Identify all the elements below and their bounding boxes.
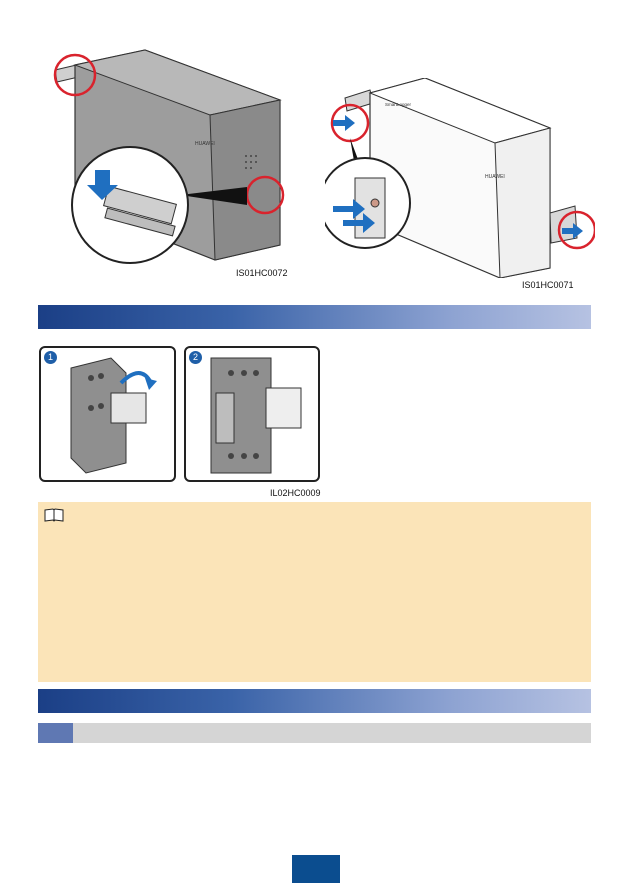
figure-caption-left: IS01HC0072 bbox=[236, 268, 288, 278]
terminal-block-tilted-illustration bbox=[70, 357, 157, 474]
callout-circle-top-left bbox=[53, 53, 97, 97]
book-icon bbox=[44, 508, 64, 522]
step-badge-2: 2 bbox=[189, 351, 202, 364]
arrow-right-icon bbox=[562, 223, 583, 239]
figure-caption-right: IS01HC0071 bbox=[522, 280, 574, 290]
subsection-tab bbox=[38, 723, 73, 743]
figure-device-rail-left: HUAWEI bbox=[53, 49, 285, 264]
step-panel-1: 1 bbox=[39, 346, 176, 482]
arrow-right-icon bbox=[343, 213, 375, 233]
callout-circle-top-right bbox=[330, 103, 370, 143]
terminal-block-mounted-illustration bbox=[210, 357, 302, 474]
section-header-bar-2 bbox=[38, 689, 591, 713]
step-panel-2: 2 bbox=[184, 346, 320, 482]
figure-device-rail-right: SmartLogger HUAWEI bbox=[325, 78, 595, 278]
device-brand-right: HUAWEI bbox=[485, 174, 505, 180]
page-number-badge bbox=[292, 855, 340, 883]
callout-circle-bottom-right bbox=[557, 210, 595, 250]
arrow-down-icon bbox=[87, 170, 118, 200]
subsection-header-bar bbox=[38, 723, 591, 743]
arrow-right-icon bbox=[333, 199, 365, 219]
arrow-right-icon bbox=[333, 115, 355, 131]
device-label-right: SmartLogger bbox=[385, 102, 412, 107]
figure-caption-terminal: IL02HC0009 bbox=[270, 488, 321, 498]
section-header-bar-1 bbox=[38, 305, 591, 329]
note-box bbox=[38, 502, 591, 682]
device-brand-left: HUAWEI bbox=[195, 141, 215, 147]
step-badge-1: 1 bbox=[44, 351, 57, 364]
